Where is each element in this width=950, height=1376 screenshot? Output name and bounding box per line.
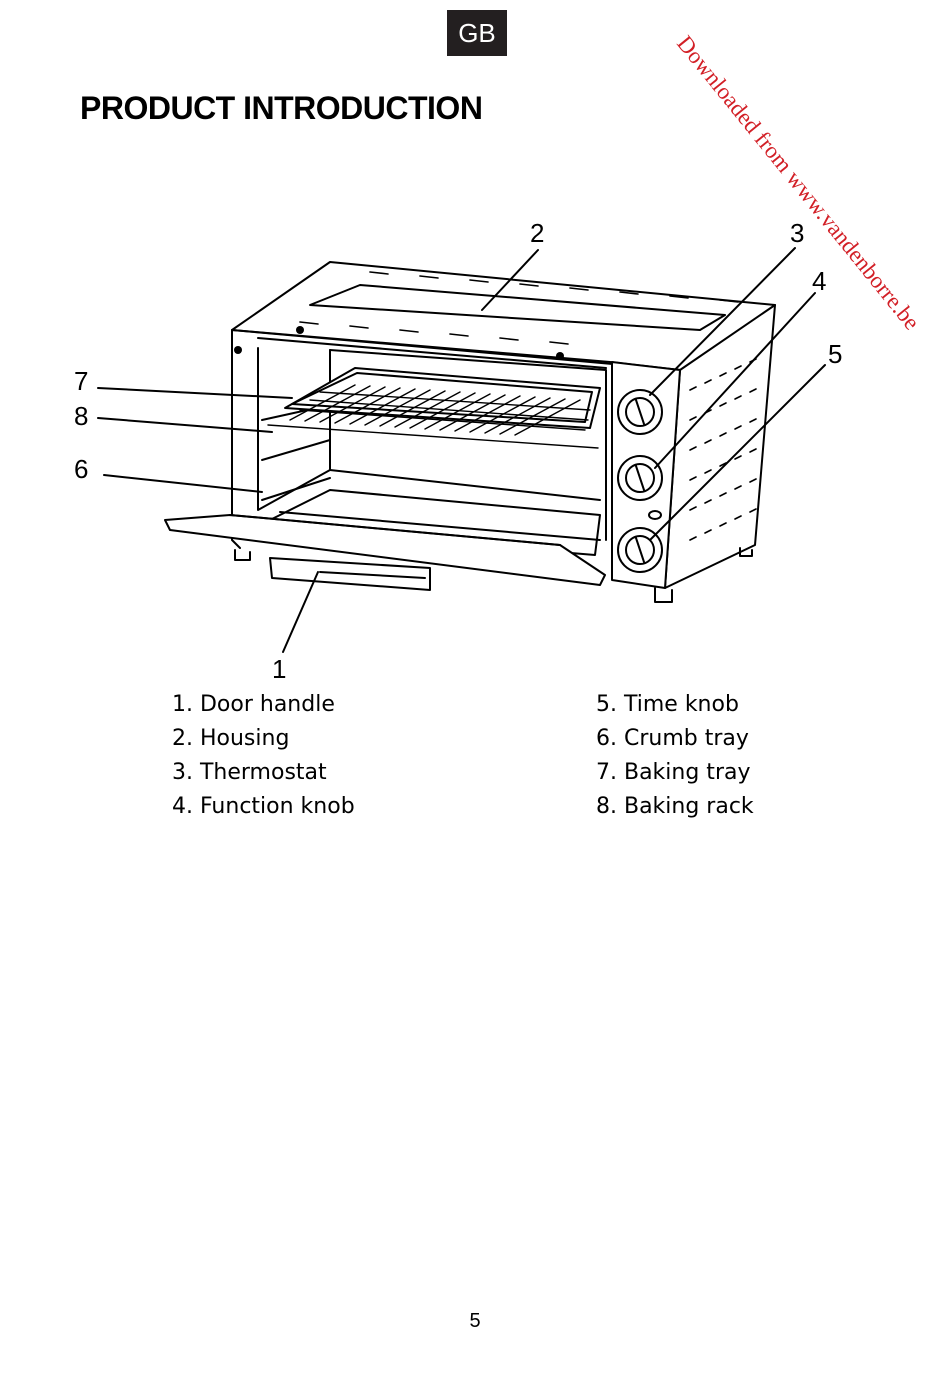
control-panel — [611, 361, 681, 589]
legend-item: 5. Time knob — [596, 692, 739, 717]
oven-door — [164, 514, 606, 586]
callout-7: 7 — [74, 366, 88, 396]
parts-legend-left: 1. Door handle 2. Housing 3. Thermostat … — [172, 688, 355, 824]
legend-item: 2. Housing — [172, 726, 290, 751]
door-handle-drawing — [269, 557, 431, 591]
legend-item: 1. Door handle — [172, 692, 335, 717]
leader-lines — [97, 247, 826, 653]
callout-3: 3 — [790, 218, 804, 248]
oven-feet — [234, 547, 753, 603]
baking-rack-drawing — [267, 384, 599, 449]
callout-8: 8 — [74, 401, 88, 431]
callout-6: 6 — [74, 454, 88, 484]
callout-5: 5 — [828, 339, 842, 369]
page-number: 5 — [469, 1310, 481, 1332]
callout-2: 2 — [530, 218, 544, 248]
language-badge: GB — [447, 10, 507, 56]
legend-item: 6. Crumb tray — [596, 726, 749, 751]
parts-legend-right: 5. Time knob 6. Crumb tray 7. Baking tra… — [596, 688, 754, 824]
screws — [234, 326, 564, 360]
legend-item: 4. Function knob — [172, 794, 355, 819]
page-title: PRODUCT INTRODUCTION — [80, 90, 483, 126]
top-vents — [299, 271, 739, 345]
callout-4: 4 — [812, 266, 826, 296]
oven-diagram: 2 3 4 5 7 8 6 1 — [74, 218, 842, 680]
legend-item: 7. Baking tray — [596, 760, 751, 785]
side-vents — [689, 358, 757, 541]
legend-item: 8. Baking rack — [596, 794, 754, 819]
legend-item: 3. Thermostat — [172, 760, 327, 785]
callout-1: 1 — [272, 654, 286, 680]
